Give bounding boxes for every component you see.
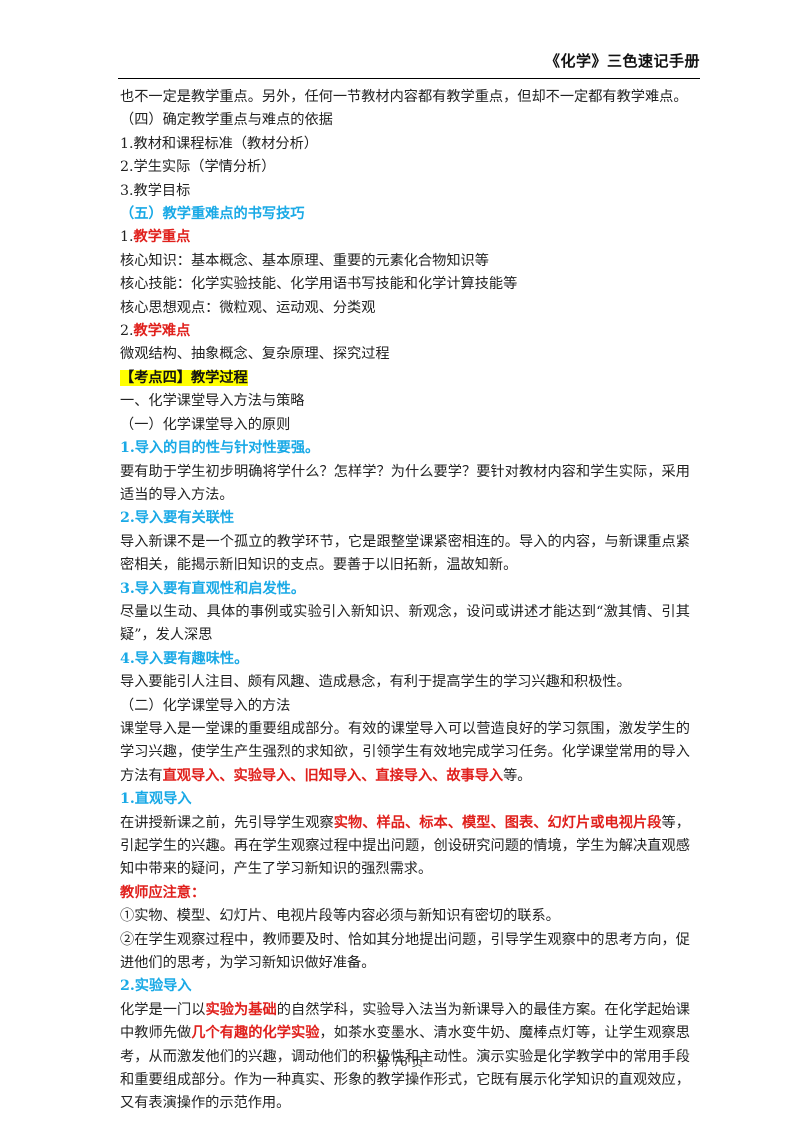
text-line: 核心知识：基本概念、基本原理、重要的元素化合物知识等: [120, 252, 489, 269]
list-item: 1.教材和课程标准（教材分析）: [120, 135, 318, 152]
section-heading: （四）确定教学重点与难点的依据: [120, 112, 333, 129]
paragraph: 在讲授新课之前，先引导学生观察实物、样品、标本、模型、图表、幻灯片或电视片段等，…: [120, 812, 690, 882]
note-heading: 教师应注意：: [120, 884, 206, 901]
principle-heading: 4.导入要有趣味性。: [120, 650, 249, 667]
red-keyword: 直观导入、实验导入、旧知导入、直接导入、故事导入: [162, 767, 504, 784]
principle-heading: 3.导入要有直观性和启发性。: [120, 580, 306, 597]
text-span: 在讲授新课之前，先引导学生观察: [120, 814, 334, 831]
principle-heading: 2.导入要有关联性: [120, 510, 235, 527]
page-number: 第 76 页: [376, 1055, 424, 1069]
paragraph: ①实物、模型、幻灯片、电视片段等内容必须与新知识有密切的联系。: [120, 908, 560, 925]
header-divider: [118, 78, 700, 79]
numbered-heading: 2.教学难点: [120, 320, 690, 343]
section-heading: 一、化学课堂导入方法与策略: [120, 393, 305, 410]
topic-heading: 【考点四】教学过程: [120, 367, 690, 390]
section-heading: （一）化学课堂导入的原则: [120, 416, 291, 433]
paragraph: 要有助于学生初步明确将学什么？怎样学？为什么要学？要针对教材内容和学生实际，采用…: [120, 463, 690, 503]
red-keyword: 教学重点: [133, 229, 191, 246]
text-span: 课堂导入是一堂课的重要组成部分。有效的课堂导入可以营造良好的学习氛围，激发学生的…: [120, 720, 690, 784]
method-heading: 2.实验导入: [120, 978, 192, 995]
text-span: ，如茶水变墨水、清水变牛奶、魔棒点灯等，让学生观察思考，从而激发他们的兴趣，调动…: [120, 1025, 690, 1112]
item-number: 2.: [120, 323, 134, 340]
text-line: 核心思想观点：微粒观、运动观、分类观: [120, 299, 376, 316]
text-span: 的自然学科，实验导入法当为新课导入的最佳方案。在化学起始课中教师先做: [120, 1001, 690, 1042]
highlighted-topic: 【考点四】教学过程: [120, 369, 248, 386]
text-line: 核心技能：化学实验技能、化学用语书写技能和化学计算技能等: [120, 276, 518, 293]
page-header-title: 《化学》三色速记手册: [544, 52, 700, 70]
paragraph: ②在学生观察过程中，教师要及时、恰如其分地提出问题，引导学生观察中的思考方向，促…: [120, 931, 690, 972]
method-heading: 1.直观导入: [120, 791, 192, 808]
paragraph: 化学是一门以实验为基础的自然学科，实验导入法当为新课导入的最佳方案。在化学起始课…: [120, 999, 690, 1116]
text-span: 化学是一门以: [120, 1001, 206, 1018]
text-line: 微观结构、抽象概念、复杂原理、探究过程: [120, 346, 390, 363]
principle-heading: 1.导入的目的性与针对性要强。: [120, 440, 320, 457]
red-keyword: 教学难点: [133, 323, 191, 340]
red-keyword: 实物、样品、标本、模型、图表、幻灯片或电视片段: [333, 814, 662, 831]
section-heading: （二）化学课堂导入的方法: [120, 697, 291, 714]
text-line: 也不一定是教学重点。另外，任何一节教材内容都有教学重点，但却不一定都有教学难点。: [120, 89, 688, 105]
list-item: 3.教学目标: [120, 182, 191, 199]
paragraph: 导入要能引人注目、颇有风趣、造成悬念，有利于提高学生的学习兴趣和积极性。: [120, 674, 631, 691]
numbered-heading: 1.教学重点: [120, 226, 690, 249]
paragraph: 尽量以生动、具体的事例或实验引入新知识、新观念，设问或讲述才能达到“激其情、引其…: [120, 603, 690, 644]
page-content: 也不一定是教学重点。另外，任何一节教材内容都有教学重点，但却不一定都有教学难点。…: [120, 86, 690, 1116]
item-number: 1.: [120, 229, 134, 246]
text-span: 等，引起学生的兴趣。再在学生观察过程中提出问题，创设研究问题的情境，学生为解决直…: [120, 814, 690, 878]
red-keyword: 实验为基础: [205, 1001, 277, 1018]
section-heading-highlight: （五）教学重难点的书写技巧: [120, 206, 305, 223]
red-keyword: 几个有趣的化学实验: [191, 1025, 320, 1042]
paragraph: 课堂导入是一堂课的重要组成部分。有效的课堂导入可以营造良好的学习氛围，激发学生的…: [120, 718, 690, 788]
text-span: 等。: [503, 767, 532, 784]
paragraph: 导入新课不是一个孤立的教学环节，它是跟整堂课紧密相连的。导入的内容，与新课重点紧…: [120, 533, 690, 574]
list-item: 2.学生实际（学情分析）: [120, 159, 276, 176]
